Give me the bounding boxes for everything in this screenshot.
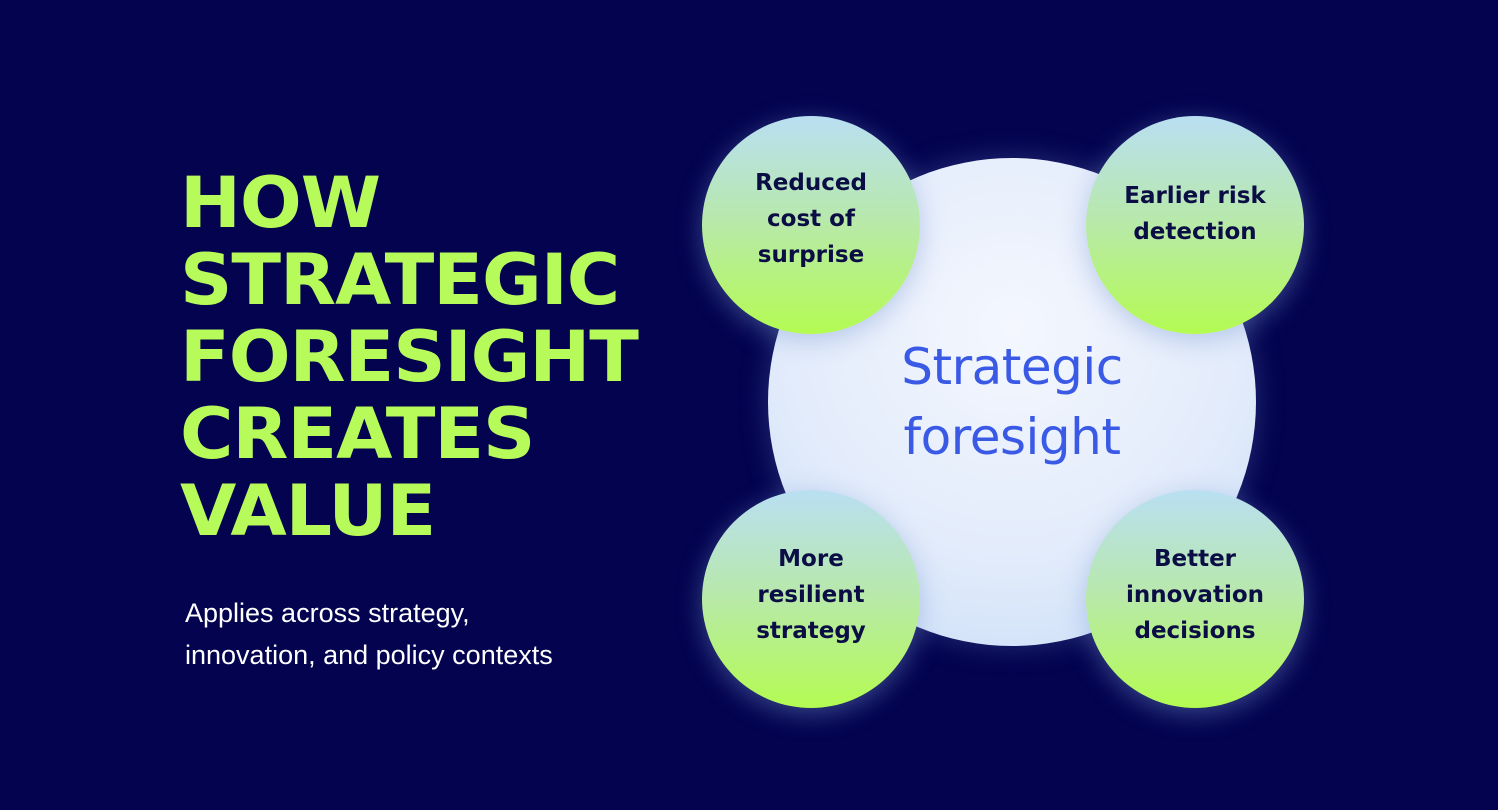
node-earlier-risk-detection: Earlier risk detection	[1086, 116, 1304, 334]
node-label-line: Better	[1153, 546, 1237, 572]
node-label-line: innovation	[1126, 582, 1264, 608]
node-label-line: decisions	[1134, 618, 1256, 644]
node-reduced-cost-of-surprise: Reduced cost of surprise	[702, 116, 920, 334]
subtitle-line: innovation, and policy contexts	[185, 640, 553, 670]
node-better-innovation-decisions: Better innovation decisions	[1086, 490, 1304, 708]
node-more-resilient-strategy: More resilient strategy	[702, 490, 920, 708]
node-label-line: More	[778, 546, 844, 572]
center-label-line: Strategic	[901, 338, 1123, 396]
subtitle-line: Applies across strategy,	[185, 598, 470, 628]
node-label-line: strategy	[756, 618, 866, 644]
title-line: STRATEGIC	[180, 239, 620, 321]
node-label-line: Earlier risk	[1124, 183, 1266, 209]
node-label-line: Reduced	[755, 170, 867, 196]
title-line: HOW	[180, 162, 381, 244]
title-line: CREATES	[180, 393, 535, 475]
title-line: VALUE	[180, 470, 436, 552]
center-label: Strategic foresight	[768, 158, 1256, 646]
node-label-line: detection	[1133, 219, 1257, 245]
title-line: FORESIGHT	[180, 316, 639, 398]
node-label-line: surprise	[757, 242, 865, 268]
node-label-line: cost of	[767, 206, 855, 232]
center-label-line: foresight	[903, 408, 1121, 466]
subtitle: Applies across strategy, innovation, and…	[185, 592, 553, 676]
node-label-line: resilient	[757, 582, 865, 608]
page-title: HOW STRATEGIC FORESIGHT CREATES VALUE	[180, 162, 639, 552]
